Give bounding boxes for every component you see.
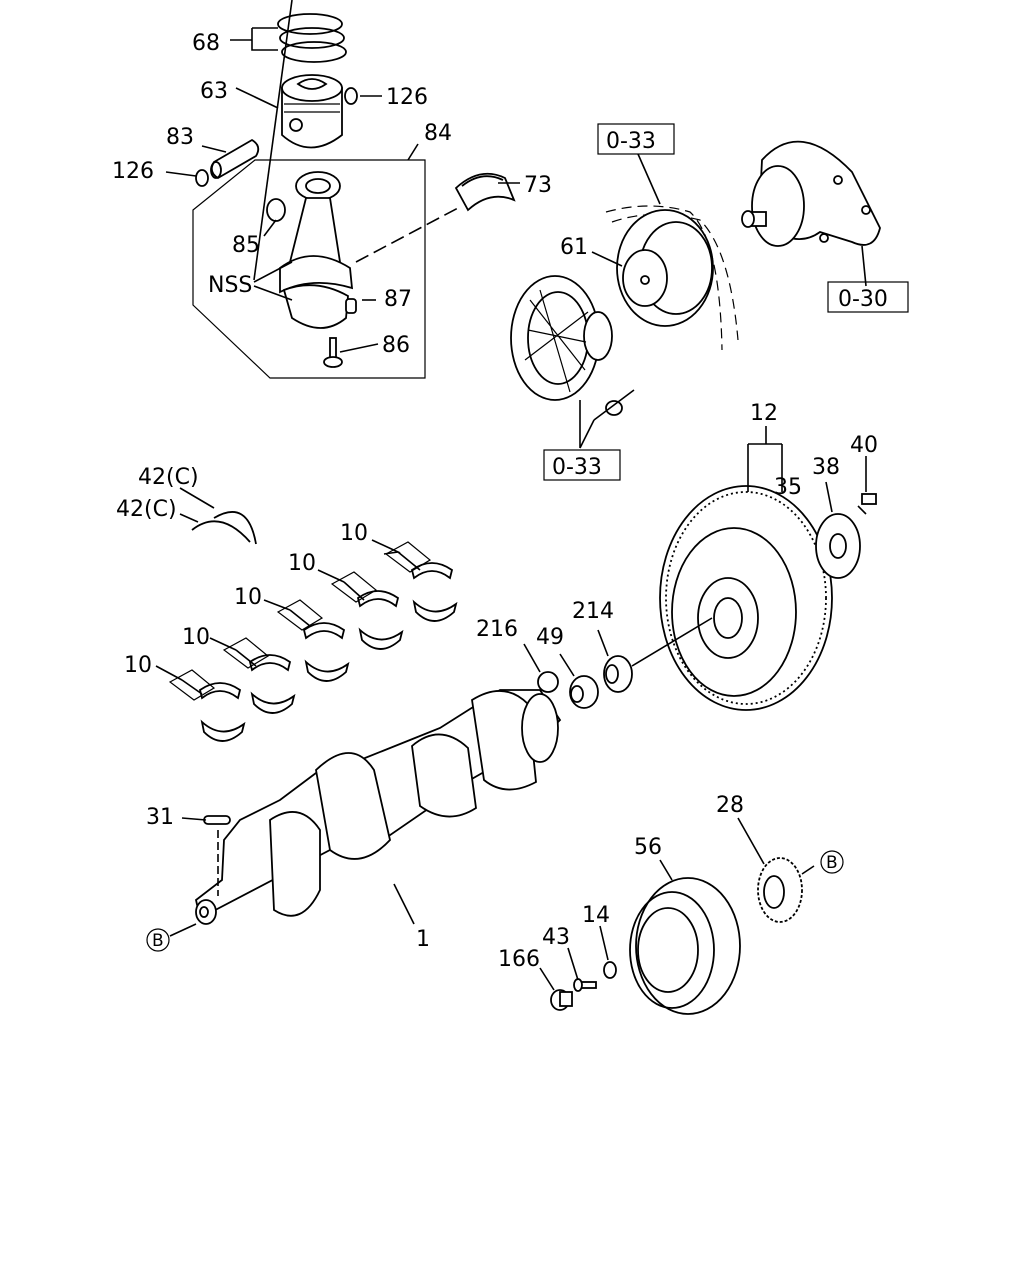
snap-ring-right (344, 87, 358, 105)
piston-rings (277, 13, 347, 63)
label-68: 68 (192, 31, 220, 56)
bolt-166 (550, 989, 573, 1011)
label-10-5: 10 (124, 653, 152, 678)
callout-b-left: B (146, 928, 170, 952)
bearing-49 (569, 675, 599, 709)
label-42c-upper: 42(C) (138, 465, 199, 490)
water-pump (741, 140, 881, 247)
thrust-washers (191, 511, 257, 545)
rod-bearing (454, 172, 516, 212)
snap-ring-left (195, 169, 209, 187)
label-40: 40 (850, 433, 878, 458)
callout-b-right-text: B (826, 853, 838, 873)
label-42c-lower: 42(C) (116, 497, 177, 522)
label-10-3: 10 (234, 585, 262, 610)
label-73: 73 (524, 173, 552, 198)
ref-box-0-33-top-text: 0-33 (606, 129, 656, 154)
label-56: 56 (634, 835, 662, 860)
key (203, 815, 231, 825)
crank-pulley-56 (629, 877, 741, 1015)
label-126-snap-ring-right: 126 (386, 85, 428, 110)
oil-seal-214 (603, 655, 633, 693)
label-12: 12 (750, 401, 778, 426)
crankshaft (194, 689, 562, 925)
ref-box-0-33-bottom: 0-33 (543, 449, 621, 481)
piston (281, 74, 343, 149)
label-10-4: 10 (182, 625, 210, 650)
label-83: 83 (166, 125, 194, 150)
label-28: 28 (716, 793, 744, 818)
bolt-40 (857, 493, 877, 515)
label-35: 35 (774, 475, 802, 500)
label-10-2: 10 (288, 551, 316, 576)
label-85: 85 (232, 233, 260, 258)
label-61: 61 (560, 235, 588, 260)
small-end-bushing (266, 198, 286, 222)
label-14: 14 (582, 903, 610, 928)
washer-14 (603, 961, 617, 979)
label-38: 38 (812, 455, 840, 480)
ref-box-0-33-bottom-text: 0-33 (552, 455, 602, 480)
callout-b-left-text: B (152, 931, 164, 951)
nut (605, 400, 623, 416)
connecting-rod-kit-boundary (192, 159, 426, 379)
dowel-pin (345, 298, 357, 314)
bearing-tag-boxes (168, 541, 432, 701)
label-166: 166 (498, 947, 540, 972)
ref-box-0-30-text: 0-30 (838, 287, 888, 312)
piston-pin (210, 138, 260, 180)
label-216: 216 (476, 617, 518, 642)
fan-clutch (510, 275, 613, 401)
label-86: 86 (382, 333, 410, 358)
crank-gear-28 (757, 857, 803, 923)
connecting-rod (279, 171, 354, 294)
rod-bolt (323, 337, 343, 368)
label-63: 63 (200, 79, 228, 104)
label-126-snap-ring-left: 126 (112, 159, 154, 184)
label-31: 31 (146, 805, 174, 830)
label-10-1: 10 (340, 521, 368, 546)
plate-38 (815, 513, 861, 579)
rod-cap (282, 284, 349, 329)
main-bearings (198, 562, 458, 742)
bolt-43 (573, 978, 597, 992)
label-87: 87 (384, 287, 412, 312)
label-84: 84 (424, 121, 452, 146)
label-nss: NSS (208, 273, 252, 298)
bushing-216 (537, 671, 559, 693)
flywheel-assembly (659, 485, 833, 711)
label-214: 214 (572, 599, 614, 624)
pulley-61 (616, 209, 714, 327)
ref-box-0-30: 0-30 (827, 281, 909, 313)
fan-belts (605, 205, 739, 351)
callout-b-right: B (820, 850, 844, 874)
ref-box-0-33-top: 0-33 (597, 123, 675, 155)
label-1: 1 (416, 927, 430, 952)
label-43: 43 (542, 925, 570, 950)
label-49: 49 (536, 625, 564, 650)
leader-lines (155, 0, 867, 991)
